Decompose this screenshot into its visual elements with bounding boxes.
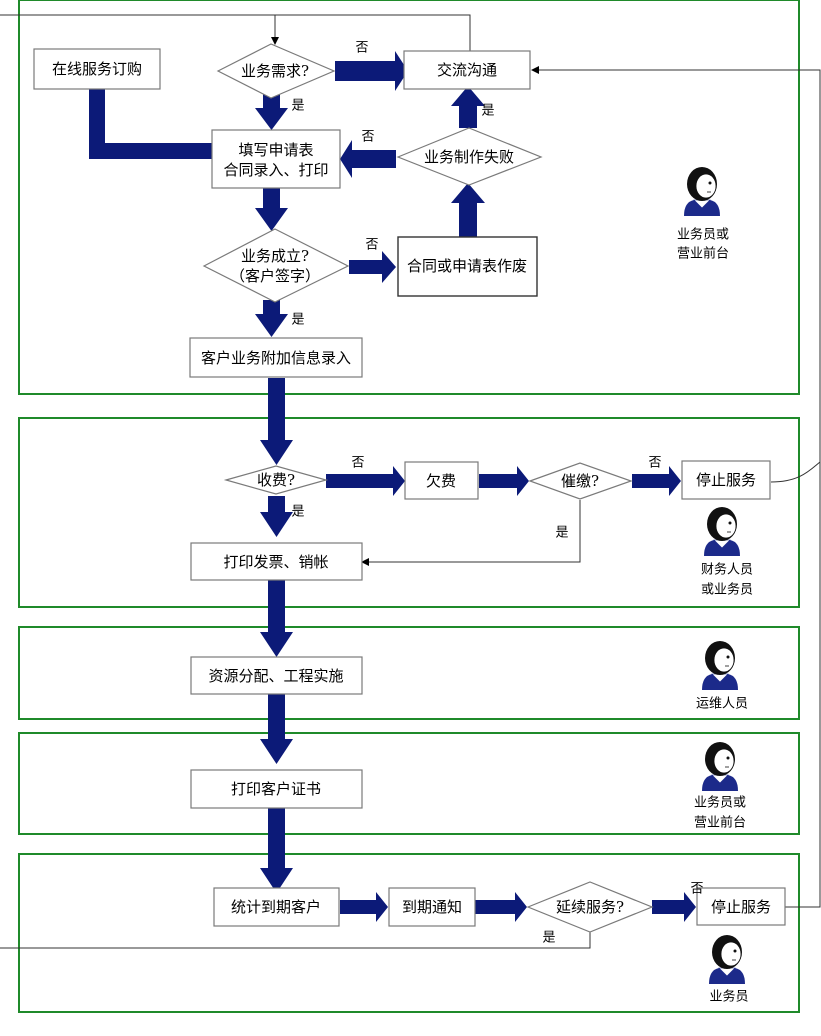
stop-service-label-1: 停止服务 <box>696 471 756 489</box>
need-decision-label: 业务需求? <box>241 62 309 80</box>
established-label-1: 业务成立? <box>241 247 309 265</box>
label-no: 否 <box>361 130 374 145</box>
owe-label: 欠费 <box>426 472 456 490</box>
online-order-box <box>33 48 161 90</box>
charge-decision <box>223 465 329 495</box>
need-decision <box>216 43 336 99</box>
label-no: 否 <box>690 882 703 897</box>
void-box <box>397 236 538 297</box>
pay-decision-label: 催缴? <box>561 472 599 490</box>
stop-service-box-2 <box>696 887 786 926</box>
label-no: 否 <box>648 456 661 471</box>
invoice-label: 打印发票、销帐 <box>223 553 328 571</box>
role-label: 或业务员 <box>701 582 753 598</box>
fill-form-box <box>211 129 341 189</box>
role-lane-4: 业务员或 营业前台 <box>694 741 746 831</box>
extra-info-label: 客户业务附加信息录入 <box>201 349 351 367</box>
edge-labels: 否 是 否 是 否 是 否 否 是 是 否 是 <box>291 41 703 946</box>
communicate-label: 交流沟通 <box>437 61 497 79</box>
lane-3 <box>18 626 800 720</box>
fill-form-label-1: 填写申请表 <box>238 141 313 159</box>
thin-connectors <box>0 14 821 949</box>
established-label-2: （客户签字） <box>230 267 320 285</box>
label-yes: 是 <box>555 526 568 541</box>
label-no: 否 <box>351 456 364 471</box>
role-label: 业务员 <box>709 989 748 1005</box>
stat-box <box>213 887 340 927</box>
pay-decision <box>528 462 633 500</box>
label-no: 否 <box>365 238 378 253</box>
role-lane-3: 运维人员 <box>696 640 748 712</box>
role-label: 财务人员 <box>701 562 753 578</box>
thick-arrows <box>89 51 696 922</box>
void-label: 合同或申请表作废 <box>407 257 527 275</box>
certificate-box <box>190 769 363 809</box>
certificate-label: 打印客户证书 <box>231 780 321 798</box>
label-yes: 是 <box>291 505 304 520</box>
charge-decision-label: 收费? <box>257 471 295 489</box>
fail-decision-label: 业务制作失败 <box>424 148 514 166</box>
lane-2 <box>18 417 800 608</box>
fill-form-label-2: 合同录入、打印 <box>223 161 328 179</box>
online-order-label: 在线服务订购 <box>52 60 142 78</box>
fail-decision <box>396 127 543 186</box>
stat-label: 统计到期客户 <box>231 898 321 916</box>
lane-4 <box>18 732 800 835</box>
role-lane-5: 业务员 <box>708 934 749 1005</box>
continue-decision <box>526 881 654 933</box>
owe-box <box>404 461 479 500</box>
notify-box <box>388 887 476 927</box>
extra-info-box <box>189 337 363 378</box>
resource-label: 资源分配、工程实施 <box>208 667 343 685</box>
continue-decision-label: 延续服务? <box>556 898 624 916</box>
label-yes: 是 <box>542 931 555 946</box>
notify-label: 到期通知 <box>402 898 462 916</box>
resource-box <box>190 656 363 695</box>
established-decision <box>202 228 350 303</box>
stop-service-label-2: 停止服务 <box>711 898 771 916</box>
role-label: 营业前台 <box>677 246 729 262</box>
lane-5 <box>18 853 800 1013</box>
role-label: 营业前台 <box>694 815 746 831</box>
label-yes: 是 <box>291 99 304 114</box>
label-yes: 是 <box>291 313 304 328</box>
role-lane-1: 业务员或 营业前台 <box>677 166 729 262</box>
role-label: 业务员或 <box>677 227 729 243</box>
invoice-box <box>190 542 363 581</box>
label-yes: 是 <box>481 104 494 119</box>
role-label: 运维人员 <box>696 697 748 712</box>
role-lane-2: 财务人员 或业务员 <box>701 506 753 598</box>
role-label: 业务员或 <box>694 795 746 811</box>
communicate-box <box>403 50 531 90</box>
label-no: 否 <box>355 41 368 56</box>
stop-service-box-1 <box>681 460 771 500</box>
